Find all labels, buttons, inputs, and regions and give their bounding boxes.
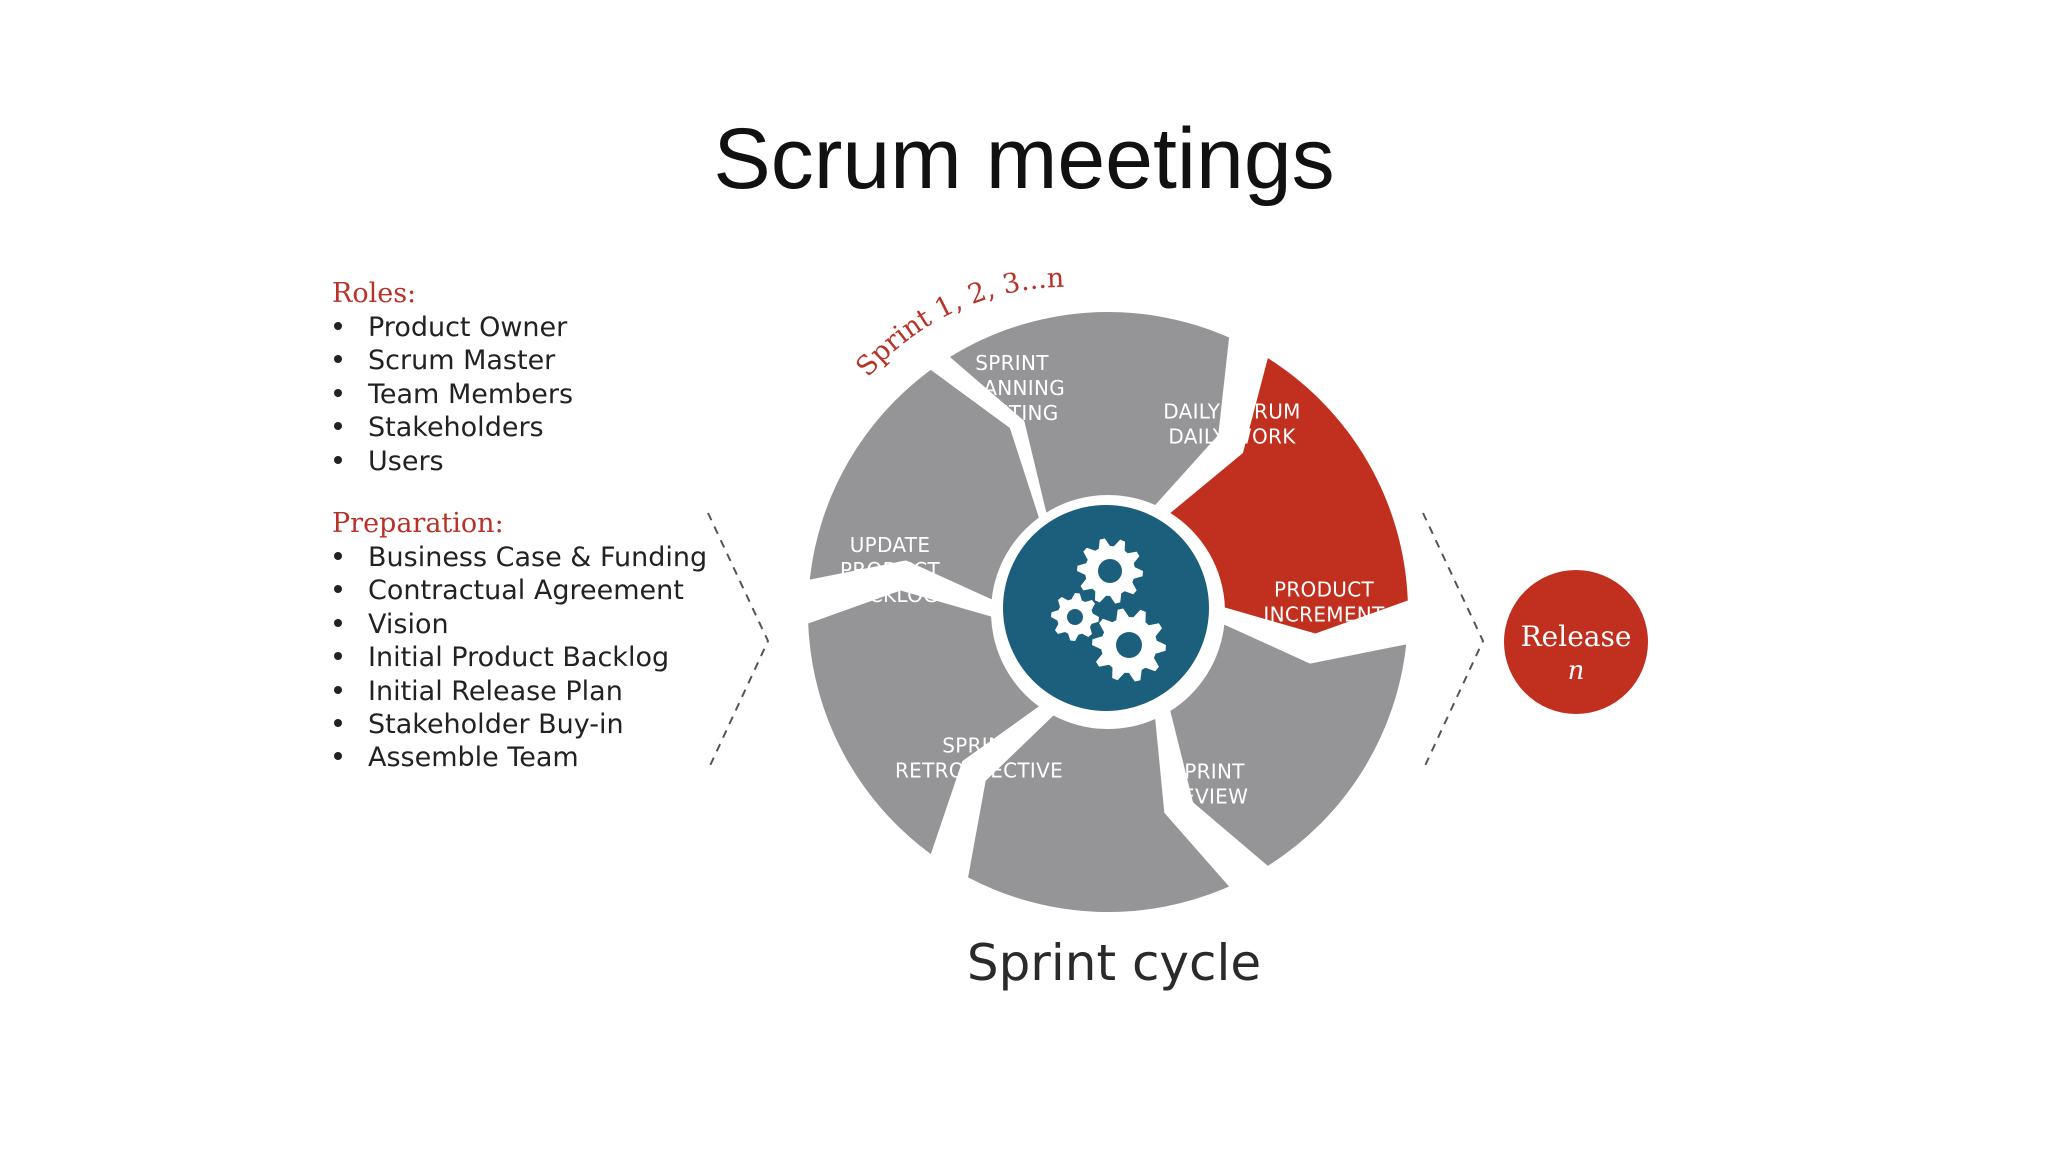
preparation-item: Stakeholder Buy-in [332, 708, 707, 741]
bullet-icon [334, 455, 342, 464]
bullet-icon [334, 388, 342, 397]
segment-label-line: SPRINT [975, 351, 1049, 375]
bullet-icon [334, 685, 342, 694]
roles-item-label: Team Members [368, 378, 574, 410]
preparation-item: Initial Release Plan [332, 675, 707, 708]
roles-item: Stakeholders [332, 411, 573, 444]
preparation-item: Business Case & Funding [332, 541, 707, 574]
bullet-icon [334, 585, 342, 594]
preparation-item-label: Business Case & Funding [368, 542, 708, 573]
roles-item-label: Stakeholders [368, 412, 544, 444]
preparation-item-label: Vision [368, 608, 449, 640]
bullet-icon [334, 422, 342, 431]
cycle-segment [1170, 624, 1407, 866]
segment-label-line: SPRINT [942, 734, 1016, 758]
segment-label-line: BACKLOG [841, 583, 939, 607]
preparation-item: Assemble Team [332, 741, 707, 774]
preparation-item-label: Assemble Team [368, 742, 579, 774]
roles-item: Scrum Master [332, 344, 573, 377]
release-sub: n [1568, 656, 1585, 686]
segment-label-line: PRODUCT [840, 558, 941, 582]
release-label: Release [1521, 620, 1632, 653]
roles-item-label: Users [368, 445, 444, 477]
segment-label-line: DAILY SCRUM [1163, 400, 1300, 424]
roles-item: Users [332, 445, 573, 478]
bullet-icon [334, 355, 342, 364]
roles-heading: Roles: [332, 278, 417, 309]
preparation-item: Contractual Agreement [332, 574, 707, 607]
segment-label-line: RETROSPECTIVE [895, 759, 1063, 783]
segment-label-line: INCREMENT [1263, 603, 1385, 627]
preparation-item: Initial Product Backlog [332, 641, 707, 674]
preparation-item: Vision [332, 608, 707, 641]
cycle-caption: Sprint cycle [967, 934, 1261, 992]
segment-label-line: UPDATE [850, 533, 931, 557]
release-circle [1504, 570, 1648, 714]
cycle-segment [808, 590, 1039, 855]
preparation-item-label: Stakeholder Buy-in [368, 708, 624, 740]
cycle-segment [968, 715, 1230, 912]
roles-item: Product Owner [332, 311, 573, 344]
output-chevron [1422, 512, 1485, 771]
cycle-segment [1170, 358, 1408, 634]
roles-item: Team Members [332, 378, 573, 411]
segment-label-line: SPRINT [1171, 760, 1245, 784]
preparation-item-label: Initial Product Backlog [368, 642, 670, 674]
preparation-heading: Preparation: [332, 508, 504, 539]
bullet-icon [334, 652, 342, 661]
input-chevron [707, 512, 770, 771]
roles-item-label: Scrum Master [368, 345, 556, 377]
preparation-item-label: Contractual Agreement [368, 575, 684, 607]
bullet-icon [334, 552, 342, 560]
segment-label-line: PLANNING [959, 376, 1065, 400]
cycle-segment [809, 369, 1039, 600]
bullet-icon [334, 618, 342, 627]
preparation-item-label: Initial Release Plan [368, 675, 623, 707]
segment-label-line: REVIEW [1168, 785, 1248, 809]
cycle-segment [949, 312, 1230, 513]
segment-label-line: DAILY WORK [1168, 425, 1296, 449]
roles-item-label: Product Owner [368, 312, 568, 343]
slide-title: Scrum meetings [713, 111, 1335, 207]
segment-label-line: PRODUCT [1274, 578, 1375, 602]
gears-icon [1051, 538, 1166, 682]
bullet-icon [334, 718, 342, 727]
bullet-icon [334, 752, 342, 761]
center-circle [1003, 505, 1209, 711]
bullet-icon [334, 322, 342, 330]
